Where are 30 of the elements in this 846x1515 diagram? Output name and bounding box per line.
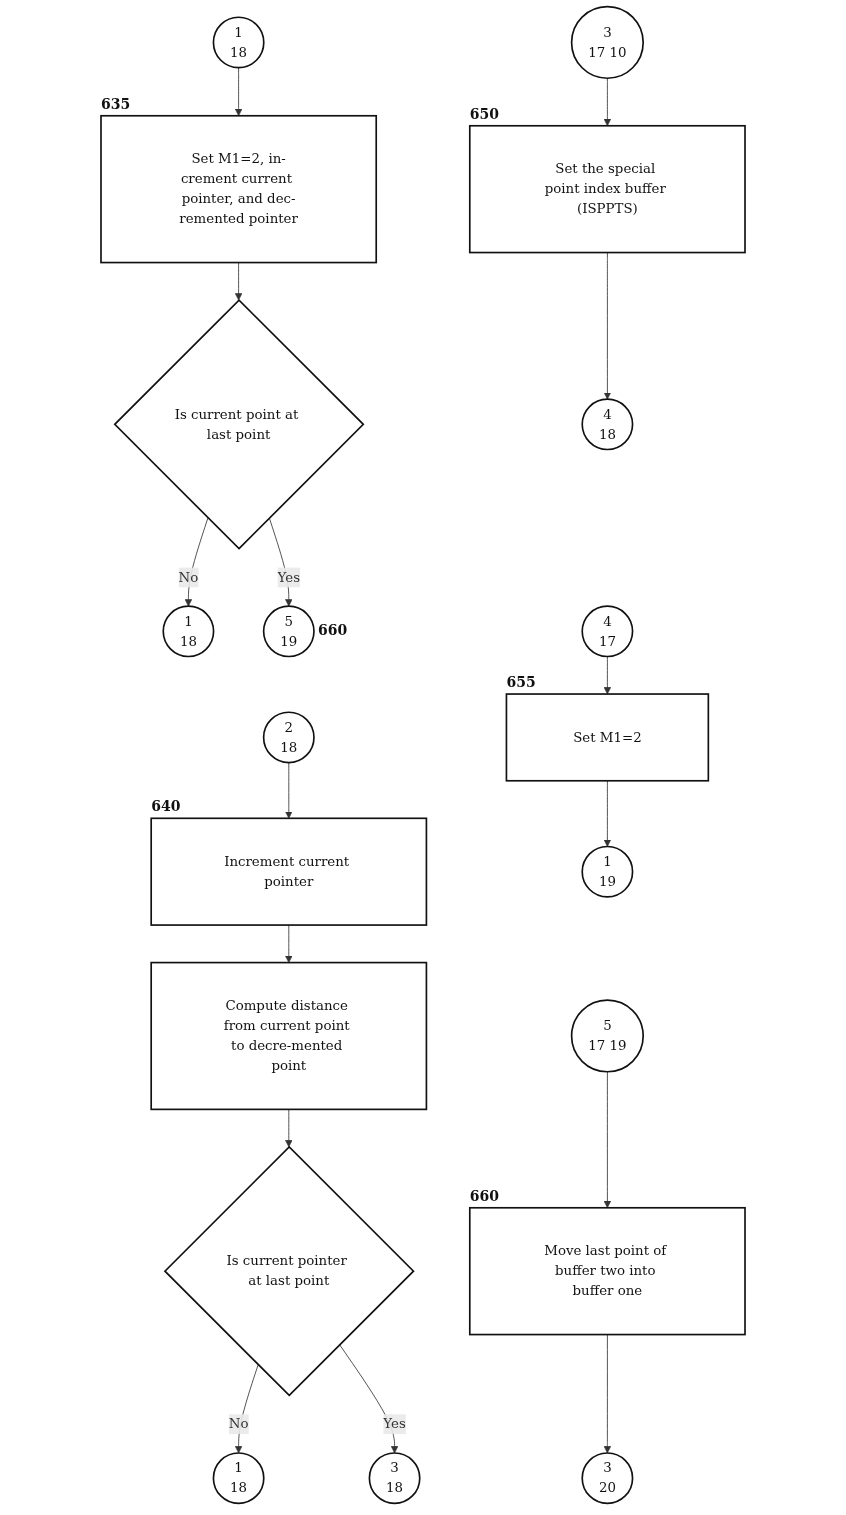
step-number: 655 <box>506 674 536 691</box>
step-number: 650 <box>469 105 499 122</box>
node-box: Set the special point index buffer (ISPPTS) <box>468 124 746 254</box>
node-box: Increment current pointer <box>150 817 428 926</box>
node-circle: 3 20 <box>581 1452 634 1505</box>
edge-label: Yes <box>277 569 300 585</box>
node-circle: 5 17 19 <box>570 999 644 1073</box>
step-number: 635 <box>101 95 131 112</box>
node-circle: 3 17 10 <box>570 5 644 80</box>
node-circle: 3 18 <box>368 1452 421 1505</box>
edge-label: No <box>178 569 199 585</box>
node-circle: 4 18 <box>581 398 634 451</box>
node-diamond: Is current pointer at last point <box>163 1145 415 1397</box>
node-diamond: Is current point at last point <box>113 298 365 550</box>
edge-label: Yes <box>383 1415 406 1432</box>
node-box: Compute distance from current point to decre-mented point <box>150 961 428 1111</box>
step-number: 660 <box>469 1187 499 1204</box>
node-circle: 4 17 <box>581 605 634 658</box>
node-circle: 1 18 <box>212 1452 265 1505</box>
edge-label: No <box>228 1415 249 1432</box>
node-circle: 1 19 <box>581 845 634 898</box>
node-circle: 1 18 <box>212 16 265 69</box>
node-box: Move last point of buffer two into buffer one <box>468 1206 746 1336</box>
node-box: Set M1=2, in-crement current pointer, and dec-remented pointer <box>100 114 378 264</box>
node-box: Set M1=2 <box>505 693 710 782</box>
node-circle: 1 18 <box>162 605 215 658</box>
node-circle: 5 19 <box>262 605 315 658</box>
node-circle: 2 18 <box>262 711 315 764</box>
step-number: 660 <box>317 622 348 639</box>
step-number: 640 <box>151 798 181 815</box>
